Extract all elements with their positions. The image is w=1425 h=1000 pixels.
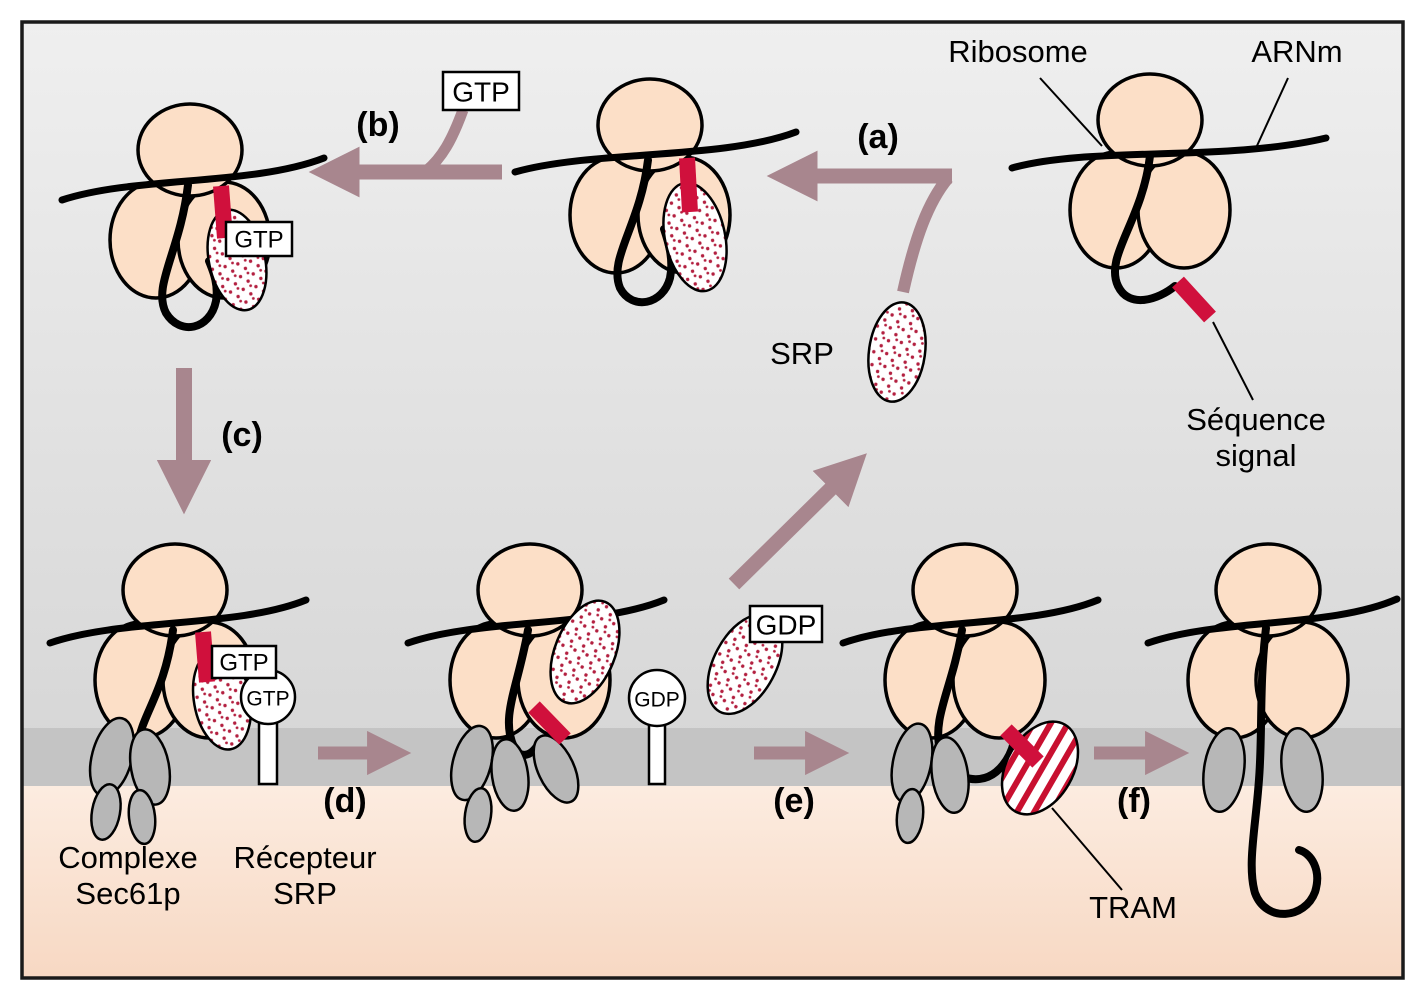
gtp-badge-label: GTP [234,227,283,254]
signal-sequence [1000,724,1044,768]
arrow-a-srp-connector [897,174,953,294]
step-a-label: (a) [857,118,899,156]
sec61p-subunit [930,736,970,814]
mrna-line [46,596,310,647]
mrna-line [404,596,668,647]
recepteur-srp-label-line1: Récepteur [233,840,376,875]
mrna-line [58,154,328,204]
step-f-label: (f) [1117,782,1151,820]
sequence-signal-label-line1: Séquence [1186,402,1326,437]
signal-sequence [195,631,215,683]
ribosome-label: Ribosome [948,34,1088,69]
translocating-chain [1247,624,1322,918]
srp-particle [867,301,927,403]
srp-label: SRP [770,336,834,371]
gtp-badge-label: GTP [219,650,268,677]
step-e-label: (e) [773,782,815,820]
ribosome-docked-tram [839,542,1102,845]
srp-receptor-stalk [257,716,279,786]
tram-leader-line [1051,807,1123,891]
nascent-chain [1110,152,1179,305]
gtp-badge [224,220,294,258]
arnm-leader-line [1255,77,1289,149]
gtp-badge [441,70,521,112]
sequence-signal-label-line2: signal [1216,438,1297,473]
mrna-line [1144,595,1401,647]
mrna-line [511,128,800,176]
gtp-badge-label: GTP [452,77,510,108]
sec61p-subunit [127,788,157,846]
sec61p-subunit [128,728,172,806]
step-b-label: (b) [356,106,399,144]
step-d-label: (d) [323,782,366,820]
receptor-gdp-label: GDP [634,689,680,712]
gdp-badge-label: GDP [756,610,817,641]
signal-sequence [679,157,698,213]
arnm-label: ARNm [1251,34,1342,69]
ribosome-srp-gtp: GTP [58,102,328,332]
recepteur-srp-label-line2: SRP [273,876,337,911]
arrow-srp-recycling [728,453,867,590]
sec61p-subunit [490,738,530,812]
ribosome-free [1008,72,1330,323]
figure-frame [20,20,1405,980]
signal-leader-line [1212,321,1254,401]
ribosome-leader-line [1039,77,1103,147]
mrna-line [1008,134,1330,172]
ribosome-docked-gtp: GTP GTP [46,542,310,846]
sec61p-subunit [90,783,122,841]
complexe-sec61p-label-line2: Sec61p [75,876,180,911]
sec61p-subunit [895,787,925,845]
srp-free [867,301,927,403]
sec61p-subunit [1280,727,1324,813]
srp-receptor-stalk [647,720,667,786]
srp-particle [549,599,621,705]
signal-sequence [528,701,571,745]
sec61p-subunit [463,786,493,844]
signal-sequence [1172,276,1216,323]
ribosome-srp-bound [511,77,800,307]
sec61p-subunit [532,734,580,804]
cycle-arrows [156,108,1190,776]
gtp-badge [210,644,278,680]
srp-receptor-head [627,668,687,728]
ribosome-docked-inserting: GDP [404,542,687,844]
mrna-line [839,596,1102,647]
gtp-input: GTP [441,70,521,112]
step-c-label: (c) [221,416,263,454]
signal-sequence [213,185,233,239]
srp-gdp-released: GDP [706,604,824,716]
receptor-gtp-label: GTP [246,688,289,711]
annotations: Ribosome ARNm Séquence signal SRP Comple… [58,34,1342,925]
complexe-sec61p-label-line1: Complexe [58,840,198,875]
gdp-badge [748,604,824,644]
ribosome-translocating [1144,542,1401,918]
sec61p-subunit [1202,727,1246,813]
tram-label: TRAM [1089,890,1177,925]
er-lumen-background [22,786,1403,978]
